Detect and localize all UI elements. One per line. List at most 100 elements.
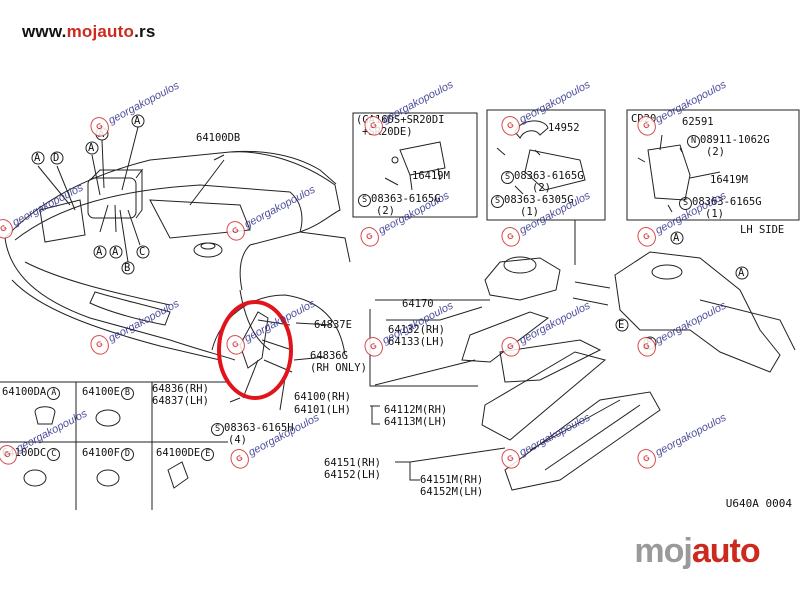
callout-s-a: S bbox=[358, 194, 371, 207]
inset-box-sr20 bbox=[352, 112, 478, 218]
car-hood bbox=[14, 184, 303, 241]
callout-s-b: S bbox=[501, 171, 514, 184]
callout-a-grid: A bbox=[47, 387, 61, 400]
label-64152m: 64152M(LH) bbox=[420, 486, 484, 498]
callout-e: E bbox=[618, 319, 625, 331]
car-side bbox=[299, 231, 351, 263]
label-64101: 64101(LH) bbox=[294, 404, 351, 416]
strut-top bbox=[193, 242, 223, 258]
label-16419m-r: 16419M bbox=[710, 174, 748, 186]
callout-b-grid: B bbox=[120, 387, 134, 400]
callout-a-3: A bbox=[88, 142, 95, 154]
callout-s-c: S bbox=[491, 195, 504, 208]
label-64100db: 64100DB bbox=[196, 132, 241, 144]
callout-s-d: S bbox=[679, 197, 692, 210]
callout-a-5: A bbox=[96, 246, 103, 258]
label-62591: 62591 bbox=[682, 116, 714, 128]
frame-rail-64151 bbox=[504, 391, 661, 491]
brand-wordmark: mojauto bbox=[614, 532, 780, 571]
label-64837e: 64837E bbox=[314, 319, 352, 331]
label-64100da-text: 64100DA bbox=[2, 386, 47, 398]
label-64836g: 64836G bbox=[310, 350, 348, 362]
label-64100: 64100(RH) bbox=[294, 391, 351, 403]
label-08363-e-qty: (4) bbox=[228, 434, 247, 446]
label-rh-only: (RH ONLY) bbox=[310, 362, 367, 374]
label-08911-qty: (2) bbox=[706, 146, 725, 158]
label-64100dc-text: 64100DC bbox=[2, 447, 47, 459]
label-sr-header-2: +SR20DE) bbox=[362, 126, 413, 138]
callout-a-7: A bbox=[673, 232, 680, 244]
label-sr-header-1: (GA16DS+SR20DI bbox=[356, 114, 445, 126]
label-14952: 14952 bbox=[548, 122, 580, 134]
label-64837: 64837(LH) bbox=[152, 395, 209, 407]
label-64151m: 64151M(RH) bbox=[420, 474, 484, 486]
label-64151: 64151(RH) bbox=[324, 457, 381, 469]
callout-a-2: A bbox=[98, 128, 105, 140]
site-url[interactable]: www.mojauto.rs bbox=[22, 22, 155, 42]
callout-d: D bbox=[53, 152, 60, 164]
car-body-outline bbox=[4, 151, 341, 291]
label-08911-text: 08911-1062G bbox=[700, 134, 770, 146]
side-member-upper bbox=[484, 257, 561, 301]
label-08363-d-qty: (1) bbox=[705, 208, 724, 220]
label-64100e-text: 64100E bbox=[82, 386, 120, 398]
callout-d-grid: D bbox=[120, 448, 134, 461]
car-fender bbox=[239, 289, 271, 351]
url-suffix: .rs bbox=[134, 22, 156, 41]
callout-f: F bbox=[646, 337, 653, 349]
url-prefix: www. bbox=[22, 22, 67, 41]
car-grille bbox=[24, 261, 171, 306]
label-lh-side: LH SIDE bbox=[740, 224, 785, 236]
label-64100de-text: 64100DE bbox=[156, 447, 201, 459]
label-08363-b-text: 08363-6165G bbox=[514, 170, 584, 182]
label-64100f-text: 64100F bbox=[82, 447, 120, 459]
diagram-code: U640A 0004 bbox=[725, 497, 792, 510]
url-brand: mojauto bbox=[66, 22, 135, 41]
callout-b: B bbox=[124, 262, 131, 274]
label-64132: 64132(RH) bbox=[388, 324, 445, 336]
callout-c: C bbox=[139, 246, 146, 258]
frame-rail-64112 bbox=[481, 351, 607, 441]
car-bumper bbox=[4, 237, 236, 361]
callout-a-1: A bbox=[134, 115, 141, 127]
label-64133: 64133(LH) bbox=[388, 336, 445, 348]
label-08363-e-text: 08363-6165H bbox=[224, 422, 294, 434]
inset-box-14952 bbox=[486, 109, 606, 221]
highlight-ellipse bbox=[217, 300, 293, 400]
callout-s-e: S bbox=[211, 423, 224, 436]
label-08363-c-text: 08363-6305G bbox=[504, 194, 574, 206]
engine-block bbox=[87, 177, 137, 219]
label-16419m: 16419M bbox=[412, 170, 450, 182]
label-08363-b-qty: (2) bbox=[532, 182, 551, 194]
car-headlight bbox=[89, 291, 171, 326]
bracket-64836 bbox=[239, 311, 269, 369]
callout-c-grid: C bbox=[47, 448, 61, 461]
label-64152: 64152(LH) bbox=[324, 469, 381, 481]
car-windshield bbox=[229, 150, 337, 185]
label-64836: 64836(RH) bbox=[152, 383, 209, 395]
label-64113m: 64113M(LH) bbox=[384, 416, 448, 428]
brand-gray-part: moj bbox=[634, 532, 692, 570]
brand-watermark: mojauto bbox=[614, 527, 780, 578]
label-08363-a-qty: (2) bbox=[376, 205, 395, 217]
inset-box-cd20 bbox=[626, 109, 800, 221]
callout-e-grid: E bbox=[201, 448, 215, 461]
label-64112m: 64112M(RH) bbox=[384, 404, 448, 416]
callout-a-8: A bbox=[738, 267, 745, 279]
callout-n: N bbox=[687, 135, 700, 148]
brand-red-part: auto bbox=[691, 532, 761, 570]
car-lower bbox=[11, 279, 221, 361]
label-cd20: CD20 bbox=[631, 113, 657, 125]
